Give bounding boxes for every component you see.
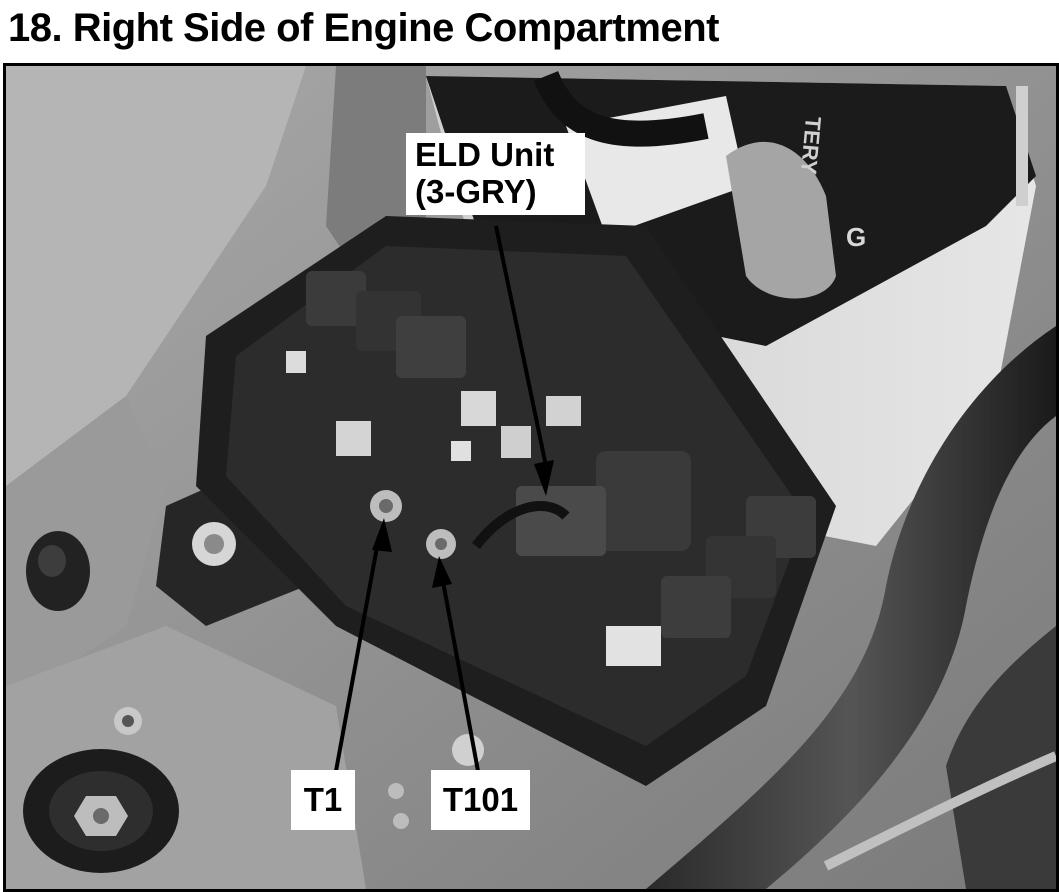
relay [596,451,691,551]
relay [661,576,731,638]
relay [306,271,366,326]
eld-unit [516,486,606,556]
fuse [286,351,306,373]
callout-t101: T101 [431,770,530,830]
callout-eld-unit-line2: (3-GRY) [415,172,537,210]
radiator-hose [646,326,1056,889]
callout-eld-unit: ELD Unit (3-GRY) [406,133,585,215]
fuse [451,441,471,461]
callout-arrows [334,225,548,772]
battery-brand-fragment: TERY [796,116,826,176]
fender-panel [6,66,306,486]
fuse [606,626,661,666]
fuse [501,426,531,458]
strut-mount [23,707,179,873]
wire-harness [533,70,709,147]
page-title: 18. Right Side of Engine Compartment [8,6,719,50]
battery-letter: G [846,222,866,252]
callout-t1: T1 [291,770,355,830]
fuse [546,396,581,426]
terminal-cover [726,141,836,299]
relay [396,316,466,378]
callout-eld-unit-line1: ELD Unit [415,136,555,173]
arrowheads [372,460,554,588]
fuse [461,391,496,426]
under-hood-fuse-box [196,216,836,786]
fuse [336,421,371,456]
